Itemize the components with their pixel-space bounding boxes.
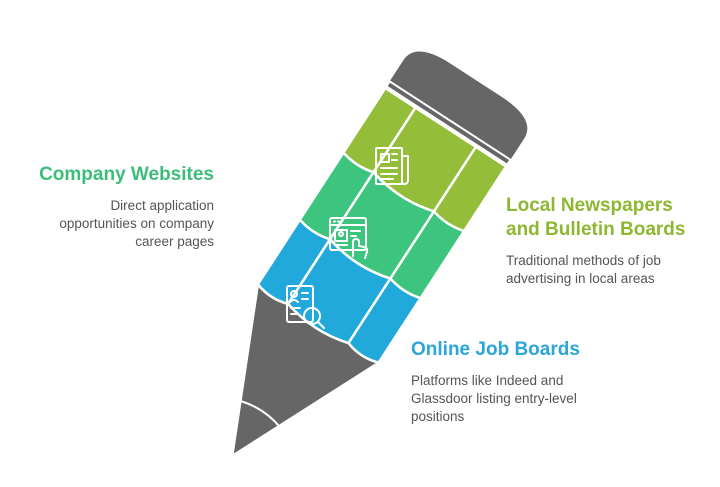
pencil-eraser bbox=[386, 51, 528, 164]
resume-search-icon bbox=[286, 285, 325, 329]
newspaper-icon bbox=[375, 147, 409, 185]
local-newspapers-label: Local Newspapers and Bulletin Boards Tra… bbox=[506, 194, 706, 288]
online-job-boards-label: Online Job Boards Platforms like Indeed … bbox=[411, 338, 641, 426]
company-websites-label: Company Websites Direct application oppo… bbox=[14, 163, 214, 251]
browser-user-click-icon bbox=[329, 217, 369, 259]
online-job-boards-description: Platforms like Indeed and Glassdoor list… bbox=[411, 373, 577, 424]
pencil-ferrule-band bbox=[385, 79, 512, 167]
company-websites-title: Company Websites bbox=[39, 164, 214, 185]
online-job-boards-title: Online Job Boards bbox=[411, 339, 580, 360]
pencil-tip bbox=[230, 283, 380, 458]
company-websites-description: Direct application opportunities on comp… bbox=[59, 198, 214, 249]
local-newspapers-title: Local Newspapers and Bulletin Boards bbox=[506, 195, 686, 240]
pencil-tip-graphite-line bbox=[238, 399, 282, 429]
local-newspapers-description: Traditional methods of job advertising i… bbox=[506, 253, 661, 286]
